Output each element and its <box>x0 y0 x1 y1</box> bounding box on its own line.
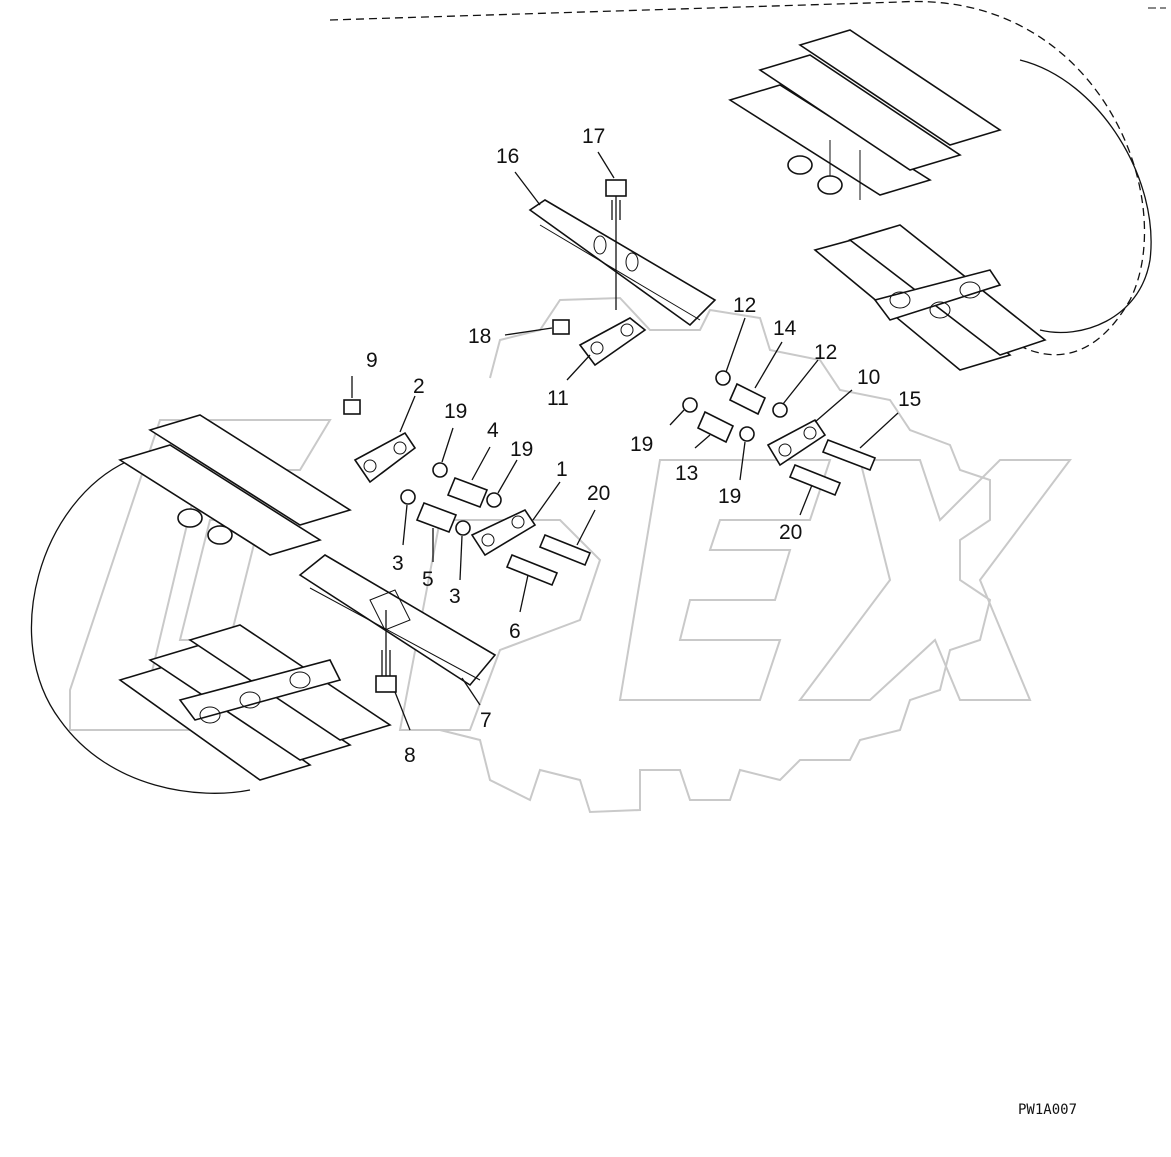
drawing-code: PW1A007 <box>1018 1102 1077 1118</box>
assembled-track-upper-right <box>728 29 1047 371</box>
callout-13: 13 <box>675 462 698 485</box>
callout-5: 5 <box>422 568 434 591</box>
seal-19c <box>682 397 698 413</box>
bushing-13 <box>696 410 735 444</box>
callout-12-upper: 12 <box>733 294 756 317</box>
callout-8: 8 <box>404 744 416 767</box>
seal-3a <box>400 489 416 505</box>
bushing-4 <box>446 476 489 509</box>
track-shoe-7 <box>298 554 497 687</box>
callout-12-lower: 12 <box>814 341 837 364</box>
pin-20-left <box>538 533 592 567</box>
callout-20-right: 20 <box>779 521 802 544</box>
assembled-track-lower-left <box>118 414 392 781</box>
seal-3b <box>455 520 471 536</box>
seal-19a <box>432 462 448 478</box>
callout-18: 18 <box>468 325 491 348</box>
callout-2: 2 <box>413 375 425 398</box>
callout-9: 9 <box>366 349 378 372</box>
seal-12b <box>772 402 788 418</box>
callout-3-left: 3 <box>392 552 404 575</box>
callout-15: 15 <box>898 388 921 411</box>
callout-4: 4 <box>487 419 499 442</box>
callout-7: 7 <box>480 709 492 732</box>
callout-labels: 17 16 12 14 12 18 9 2 11 10 15 19 4 19 1… <box>366 125 921 767</box>
callout-10: 10 <box>857 366 880 389</box>
track-loop-outline <box>30 0 1152 794</box>
callout-19-d: 19 <box>718 485 741 508</box>
nut-9 <box>343 399 361 415</box>
callout-20-left: 20 <box>587 482 610 505</box>
link-10 <box>766 418 827 467</box>
bolt-8 <box>375 610 397 693</box>
callout-14: 14 <box>773 317 797 340</box>
callout-16: 16 <box>496 145 519 168</box>
callout-19-c: 19 <box>630 433 653 456</box>
link-1 <box>470 508 537 557</box>
link-2 <box>353 431 417 484</box>
callout-19-a: 19 <box>444 400 467 423</box>
pin-20-right <box>788 463 842 497</box>
pin-15 <box>821 438 877 472</box>
callout-1: 1 <box>556 458 568 481</box>
seal-19b <box>486 492 502 508</box>
bushing-5 <box>415 501 458 534</box>
bolt-17 <box>605 179 627 310</box>
bushing-14 <box>728 382 767 416</box>
pin-6 <box>505 553 559 587</box>
callout-3-right: 3 <box>449 585 461 608</box>
callout-19-b: 19 <box>510 438 533 461</box>
seal-19d <box>739 426 755 442</box>
seal-12a <box>715 370 731 386</box>
link-11 <box>578 317 647 367</box>
callout-11: 11 <box>547 387 569 410</box>
leader-lines <box>351 151 899 731</box>
callout-6: 6 <box>509 620 521 643</box>
nut-18 <box>552 319 570 335</box>
callout-17: 17 <box>582 125 605 148</box>
track-shoe-16 <box>528 199 717 327</box>
